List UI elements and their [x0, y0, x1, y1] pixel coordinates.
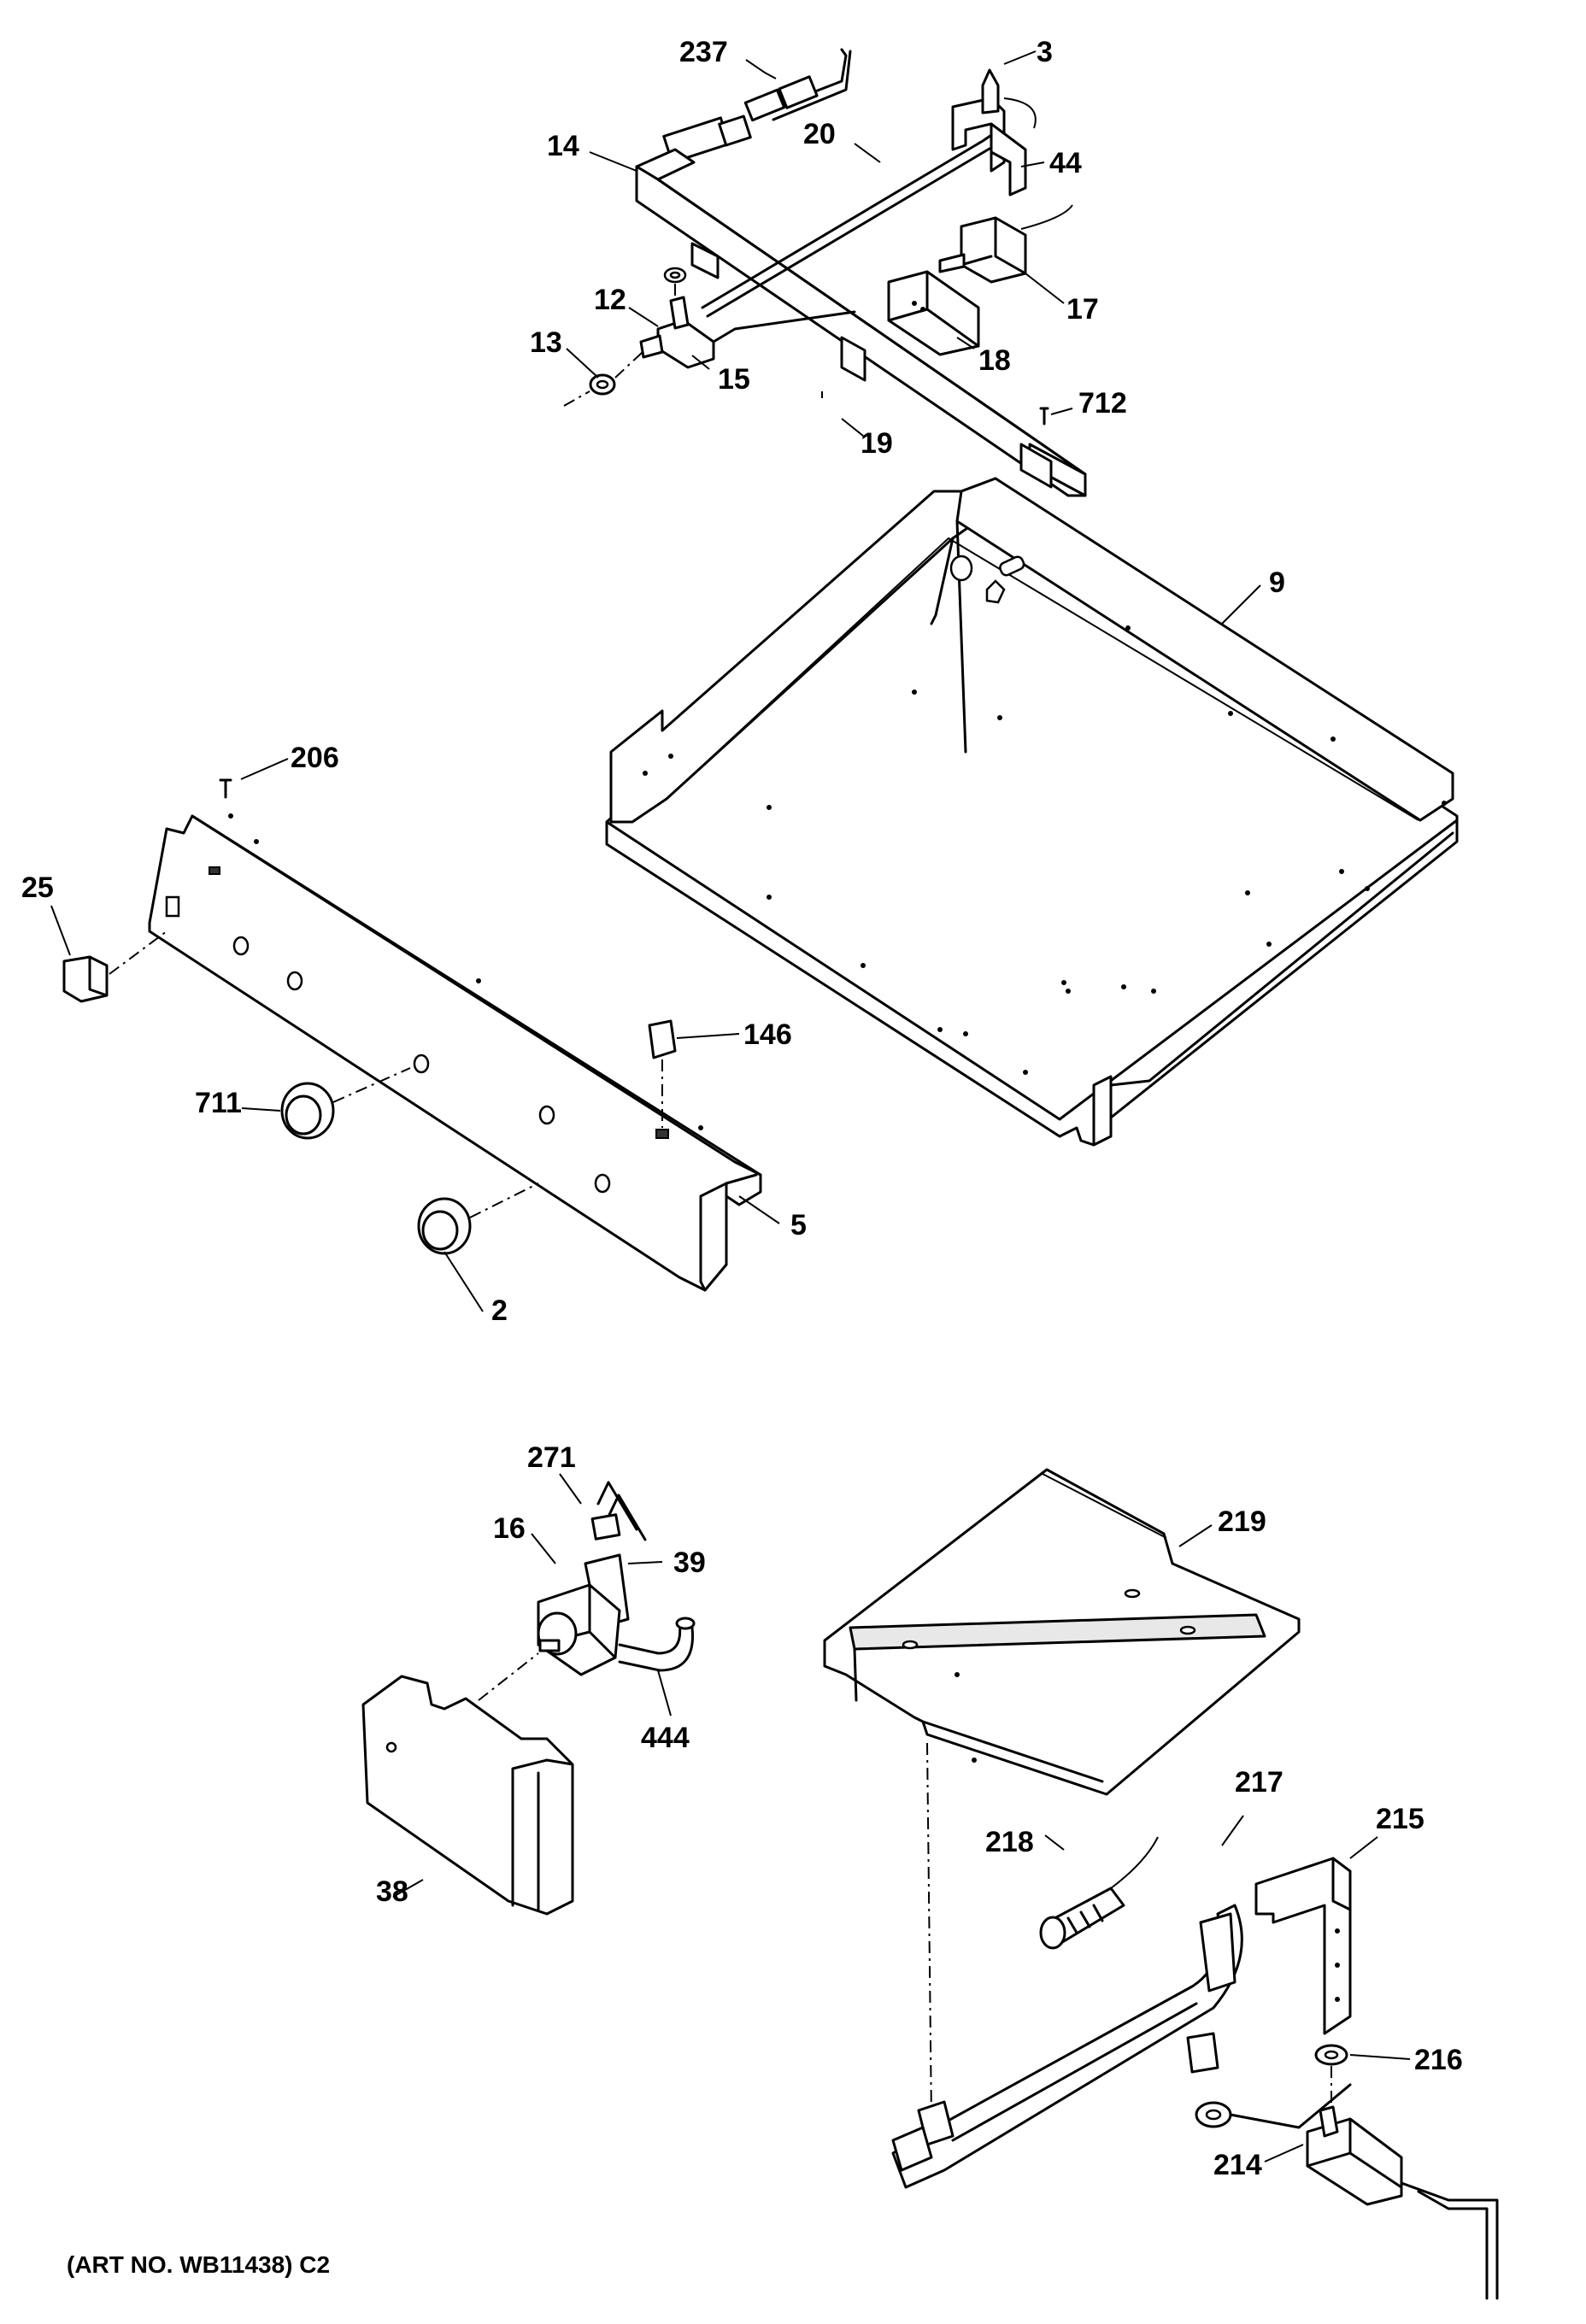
callout-206: 206: [291, 742, 339, 774]
callout-12: 12: [594, 284, 626, 316]
control-panel-assembly: [62, 778, 762, 1292]
bottom-tray: [605, 477, 1459, 1147]
callout-271: 271: [527, 1441, 576, 1474]
callout-237: 237: [679, 36, 728, 68]
callout-25: 25: [21, 872, 54, 904]
callout-2: 2: [491, 1294, 508, 1327]
tray-holes: [643, 625, 1447, 1075]
regulator-assembly: [361, 1481, 696, 1916]
callout-217: 217: [1235, 1766, 1283, 1799]
art-number-caption: (ART NO. WB11438) C2: [67, 2251, 330, 2278]
callout-labels: 237 3 14 20 44 17 12 13 15 18 712 19 9 2…: [21, 36, 1463, 2181]
callout-13: 13: [530, 326, 562, 359]
callout-219: 219: [1218, 1505, 1266, 1538]
callout-19: 19: [861, 427, 893, 460]
callout-214: 214: [1213, 2149, 1262, 2181]
callout-14: 14: [547, 130, 579, 162]
callout-215: 215: [1376, 1803, 1424, 1835]
callout-17: 17: [1066, 293, 1099, 326]
callout-712: 712: [1078, 387, 1127, 420]
callout-15: 15: [718, 363, 750, 396]
broiler-assembly: [823, 1468, 1499, 2300]
callout-5: 5: [790, 1209, 807, 1241]
callout-44: 44: [1049, 147, 1082, 179]
callout-3: 3: [1037, 36, 1053, 68]
callout-38: 38: [376, 1875, 408, 1908]
callout-9: 9: [1269, 566, 1285, 599]
callout-216: 216: [1414, 2044, 1463, 2076]
callout-18: 18: [978, 344, 1011, 377]
leader-lines: [50, 50, 1411, 2163]
callout-218: 218: [985, 1826, 1034, 1858]
callout-146: 146: [743, 1018, 792, 1051]
callout-16: 16: [493, 1512, 526, 1545]
callout-20: 20: [803, 118, 836, 150]
callout-444: 444: [641, 1722, 690, 1754]
callout-39: 39: [673, 1546, 706, 1579]
callout-711: 711: [195, 1087, 242, 1119]
manifold-assembly: [563, 48, 1087, 497]
